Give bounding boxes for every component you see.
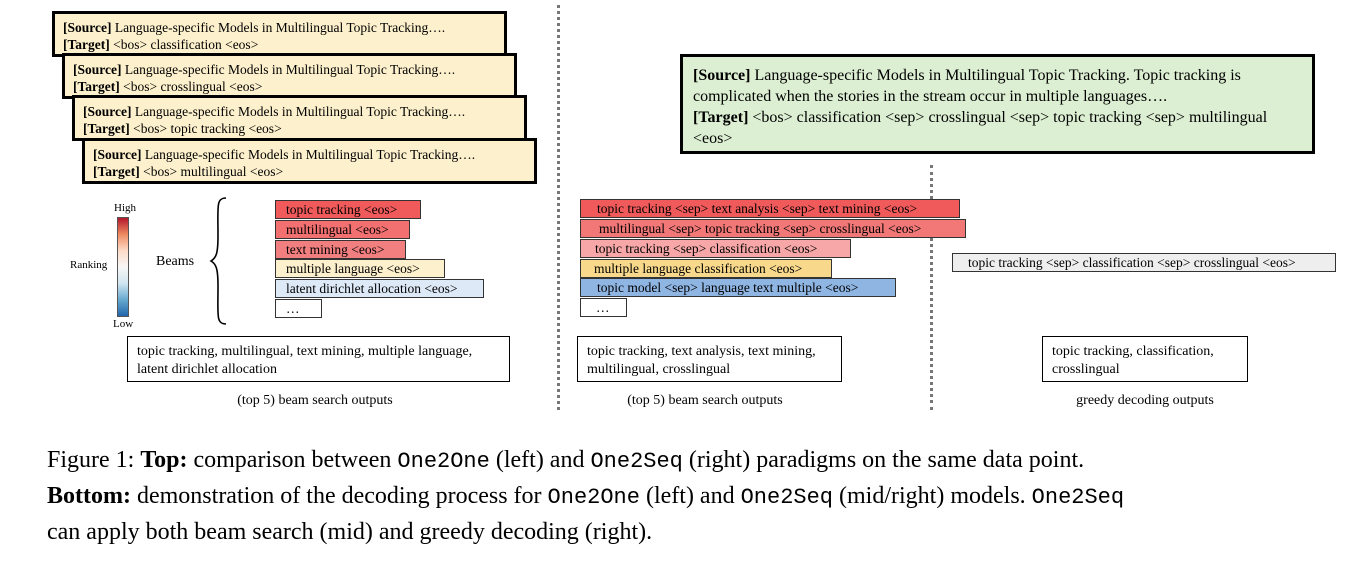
- greedy-output-caption: greedy decoding outputs: [1076, 393, 1214, 408]
- mid-beam-more: …: [580, 298, 627, 317]
- stack-card-3: [Source] Language-specific Models in Mul…: [72, 95, 527, 141]
- greedy-output-box: topic tracking, classification, crosslin…: [1042, 336, 1248, 382]
- mid-beam-1: topic tracking <sep> text analysis <sep>…: [580, 199, 960, 218]
- mid-output-box: topic tracking, text analysis, text mini…: [577, 336, 842, 382]
- ranking-label: Ranking: [70, 259, 108, 271]
- separator-left: [557, 5, 560, 410]
- left-output-box: topic tracking, multilingual, text minin…: [127, 336, 510, 382]
- left-beam-3: text mining <eos>: [275, 240, 406, 259]
- stack-card-2: [Source] Language-specific Models in Mul…: [62, 53, 517, 99]
- left-beam-1: topic tracking <eos>: [275, 200, 421, 219]
- left-beam-more: …: [275, 299, 322, 318]
- one2seq-source-target-card: [Source] Language-specific Models in Mul…: [680, 54, 1315, 154]
- beams-brace: [209, 197, 227, 325]
- mid-beam-4: multiple language classification <eos>: [580, 259, 832, 278]
- stack-card-1: [Source] Language-specific Models in Mul…: [52, 11, 507, 57]
- left-beam-4: multiple language <eos>: [275, 259, 445, 278]
- left-beam-5: latent dirichlet allocation <eos>: [275, 279, 484, 298]
- stack-card-4: [Source] Language-specific Models in Mul…: [82, 138, 537, 184]
- mid-output-caption: (top 5) beam search outputs: [627, 393, 783, 408]
- mid-beam-2: multilingual <sep> topic tracking <sep> …: [580, 219, 966, 238]
- ranking-colorbar: [117, 217, 129, 317]
- mid-beam-3: topic tracking <sep> classification <eos…: [580, 239, 851, 258]
- colorbar-high-label: High: [114, 202, 136, 214]
- left-output-caption: (top 5) beam search outputs: [237, 393, 393, 408]
- greedy-beam: topic tracking <sep> classification <sep…: [952, 253, 1336, 272]
- figure-caption: Figure 1: Top: comparison between One2On…: [47, 447, 1125, 545]
- beams-label: Beams: [156, 254, 195, 269]
- separator-right: [930, 165, 933, 410]
- left-beam-2: multilingual <eos>: [275, 220, 410, 239]
- colorbar-low-label: Low: [113, 318, 134, 330]
- mid-beam-5: topic model <sep> language text multiple…: [580, 278, 896, 297]
